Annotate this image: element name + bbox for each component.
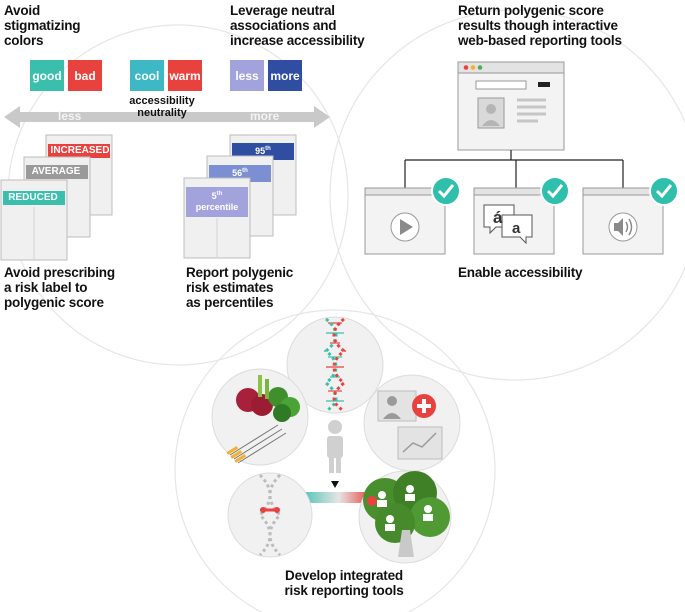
web-reporting-diagram: á a: [364, 61, 679, 255]
percentile-documents: [183, 134, 297, 259]
swatch-cool: cool: [130, 60, 164, 91]
swatch-bad: bad: [68, 60, 102, 91]
check-icon: [649, 176, 679, 206]
heading-report-percentiles: Report polygenic risk estimates as perce…: [186, 265, 294, 310]
audio-icon: [582, 187, 664, 255]
heading-leverage-neutral: Leverage neutral associations and increa…: [230, 3, 365, 48]
browser-window-icon: [457, 61, 565, 151]
food-icon: [211, 368, 309, 466]
accessibility-arrow: [4, 106, 330, 128]
dna-icon: [227, 472, 313, 558]
arrow-center-label: accessibility neutrality: [129, 95, 195, 119]
document-5th: [183, 177, 251, 259]
label-5th-percentile: 5th percentile: [195, 191, 239, 212]
translation-icon: á a: [473, 187, 555, 255]
dna-icon: [286, 316, 384, 414]
swatch-good: good: [30, 60, 64, 91]
heading-enable-accessibility: Enable accessibility: [458, 265, 583, 280]
heading-avoid-colors: Avoid stigmatizing colors: [4, 3, 81, 48]
label-average: AVERAGE: [31, 166, 81, 177]
label-increased: INCREASED: [50, 145, 110, 156]
check-icon: [540, 176, 570, 206]
doctor-icon: [363, 374, 461, 472]
integrated-tools-diagram: [211, 316, 461, 564]
heading-develop-tools: Develop integrated risk reporting tools: [284, 568, 404, 598]
svg-text:a: a: [512, 220, 521, 237]
label-reduced: REDUCED: [8, 192, 58, 203]
document-reduced: [0, 179, 68, 261]
check-icon: [431, 176, 461, 206]
risk-gradient-bar: [298, 492, 372, 503]
swatch-more: more: [268, 60, 302, 91]
arrow-label-more: more: [250, 109, 280, 123]
svg-text:á: á: [493, 208, 503, 227]
swatch-warm: warm: [168, 60, 202, 91]
arrow-label-less: less: [58, 109, 82, 123]
swatch-less: less: [230, 60, 264, 91]
family-tree-icon: [358, 470, 452, 564]
heading-return-results: Return polygenic score results though in…: [458, 3, 622, 48]
heading-avoid-risk-label: Avoid prescribing a risk label to polyge…: [4, 265, 115, 310]
marker-arrow-icon: [331, 481, 339, 488]
person-icon: [327, 420, 343, 473]
connector-lines: [404, 150, 624, 188]
label-95th: 95th: [255, 146, 271, 156]
label-56th: 56th: [232, 168, 248, 178]
play-video-icon: [364, 187, 446, 255]
risk-label-documents: [0, 134, 113, 261]
